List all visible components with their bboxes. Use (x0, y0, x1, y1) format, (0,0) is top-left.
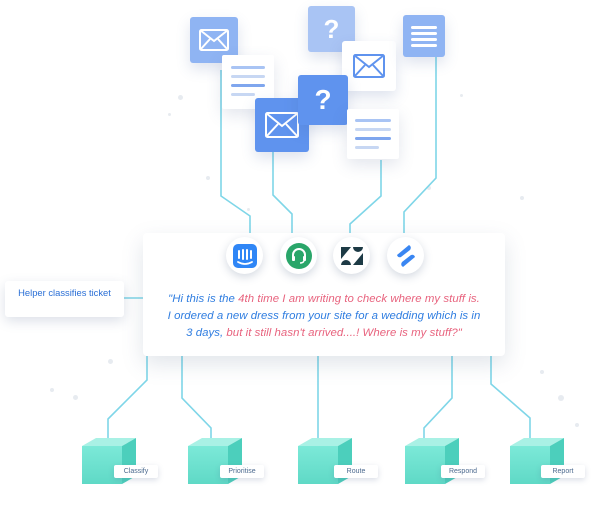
output-label-route[interactable]: Route (334, 465, 378, 478)
output-label-text: Respond (448, 468, 478, 475)
helpscout-logo[interactable] (387, 237, 424, 274)
background-dot (575, 423, 579, 427)
ticket-text-highlight: but it still hasn't arrived....! Where i… (226, 327, 462, 339)
output-label-text: Classify (123, 468, 149, 475)
background-dot (206, 176, 210, 180)
background-dot (247, 208, 250, 211)
lines-icon (411, 26, 437, 47)
ticket-text-segment: "Hi this is the (168, 293, 239, 305)
background-dot (520, 196, 524, 200)
zendesk-logo-icon (340, 246, 363, 265)
email-card (190, 17, 238, 63)
background-dot (178, 95, 183, 100)
background-dot (540, 370, 544, 374)
box-top-face (298, 438, 352, 446)
question-mark-icon: ? (314, 84, 332, 115)
ticket-text-segment: I ordered a new dress from your site for… (167, 310, 481, 322)
envelope-icon (265, 112, 299, 138)
output-label-text: Prioritise (228, 468, 256, 475)
question-card: ? (298, 75, 348, 125)
ticket-text-segment: 3 days, (186, 327, 227, 339)
helper-classifies-label: Helper classifies ticket (5, 281, 124, 317)
connector-line (403, 55, 437, 238)
freshdesk-logo[interactable] (280, 237, 317, 274)
email-card (342, 41, 396, 91)
background-dot (427, 186, 431, 190)
document-card (403, 15, 445, 57)
connector-line (349, 160, 382, 238)
zendesk-logo[interactable] (333, 237, 370, 274)
connector-line (272, 150, 293, 238)
output-label-text: Report (552, 468, 574, 475)
background-dot (168, 113, 171, 116)
output-label-text: Route (346, 468, 366, 475)
envelope-icon (199, 29, 229, 51)
box-front-face (298, 446, 338, 484)
helper-label-text: Helper classifies ticket (18, 287, 111, 298)
output-label-classify[interactable]: Classify (114, 465, 158, 478)
ticket-message: "Hi this is the 4th time I am writing to… (143, 291, 505, 342)
background-dot (73, 395, 78, 400)
background-dot (558, 395, 564, 401)
box-top-face (510, 438, 564, 446)
box-front-face (405, 446, 445, 484)
connector-line (220, 70, 251, 238)
intercom-logo[interactable] (226, 237, 263, 274)
freshdesk-logo-icon (285, 242, 312, 269)
helpscout-logo-icon (396, 244, 415, 267)
ticket-text-highlight: 4th time I am writing to check where my … (238, 293, 480, 305)
question-mark-icon: ? (323, 13, 340, 44)
output-label-prioritise[interactable]: Prioritise (220, 465, 264, 478)
background-dot (50, 388, 54, 392)
box-top-face (188, 438, 242, 446)
background-dot (460, 94, 463, 97)
connector-line (107, 356, 148, 448)
output-label-report[interactable]: Report (541, 465, 585, 478)
document-card (347, 109, 399, 159)
connector-line (490, 356, 531, 448)
ticket-card: "Hi this is the 4th time I am writing to… (143, 233, 505, 356)
output-label-respond[interactable]: Respond (441, 465, 485, 478)
box-top-face (82, 438, 136, 446)
box-top-face (405, 438, 459, 446)
envelope-icon (353, 54, 385, 78)
intercom-logo-icon (232, 243, 257, 268)
background-dot (108, 359, 113, 364)
